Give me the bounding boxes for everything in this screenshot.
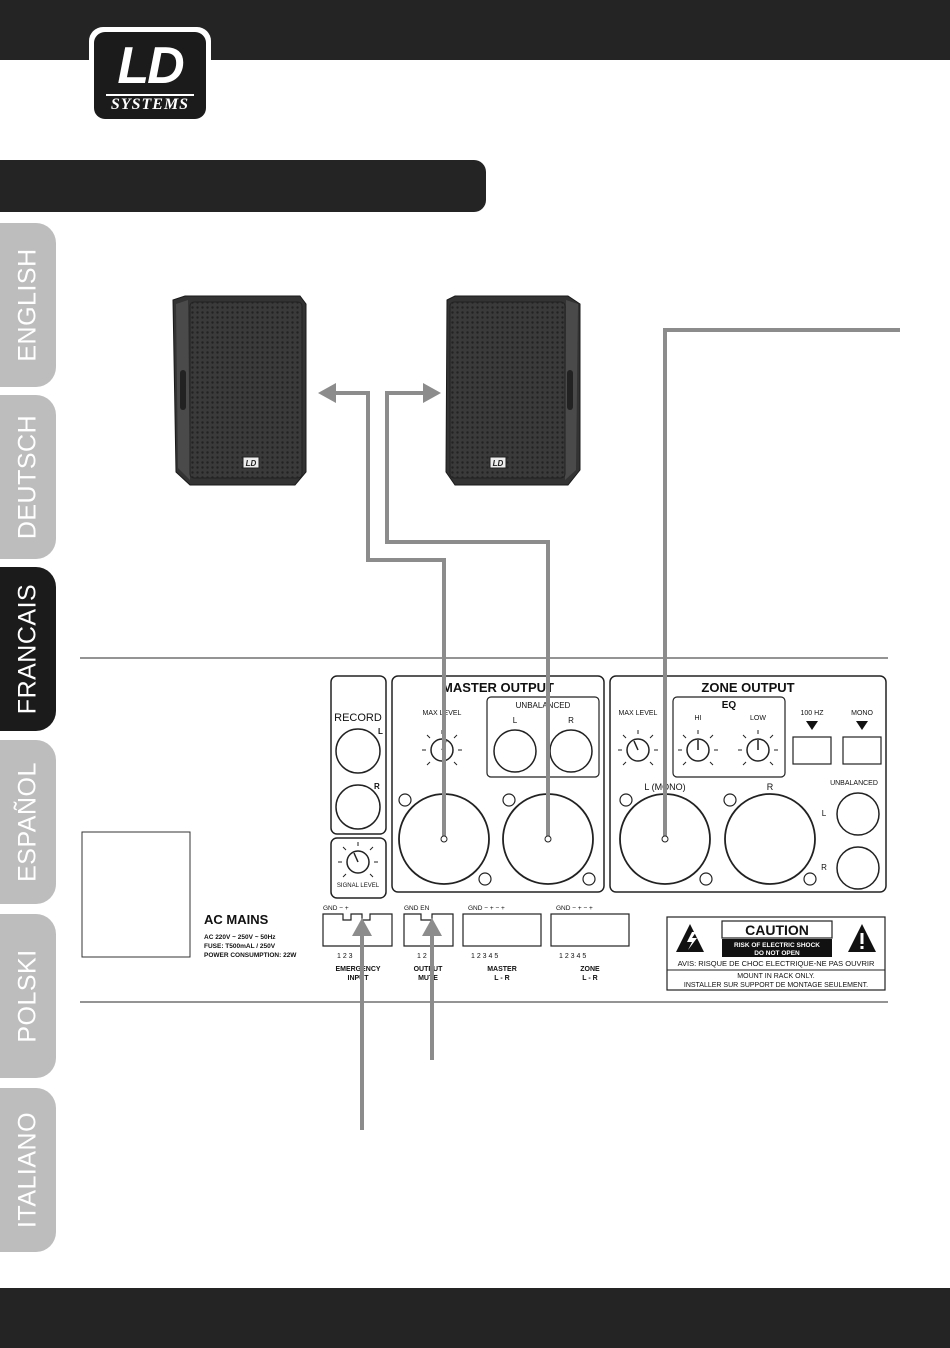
terminal-output-mute: GND EN 1 2 OUTPUT MUTE [403, 905, 454, 982]
zone-mono-label: MONO [851, 710, 873, 717]
logo-brand: LD [117, 37, 184, 95]
ac-mains-line1: AC 220V ~ 250V ~ 50Hz [204, 934, 276, 941]
master-unb-l: L [513, 716, 518, 725]
speaker-left: LD [172, 295, 307, 486]
rca-jack-zone-l[interactable] [836, 792, 880, 836]
terminal-label1: EMERGENCY [335, 966, 380, 973]
terminal-nums: 1 2 3 [337, 953, 353, 960]
zone-unb-l: L [822, 809, 827, 818]
cable-zone-out [663, 328, 900, 839]
rca-jack-record-l[interactable] [335, 728, 381, 774]
zone-max-level: MAX LEVEL [619, 710, 658, 717]
terminal-top: GND EN [404, 905, 430, 912]
record-title: RECORD [334, 712, 382, 724]
logo-subtitle: SYSTEMS [110, 96, 190, 113]
zone-unb-r: R [821, 863, 827, 872]
terminal-emergency-input: GND − + 1 2 3 EMERGENCY INPUT [322, 905, 393, 982]
caution-mount2: INSTALLER SUR SUPPORT DE MONTAGE SEULEME… [684, 982, 868, 989]
tab-deutsch[interactable]: DEUTSCH [0, 395, 56, 559]
caution-title: CAUTION [745, 922, 809, 938]
arrow-up-icon [422, 918, 442, 936]
master-terminal[interactable] [462, 913, 542, 947]
record-section: RECORD L R [330, 675, 387, 835]
terminal-nums: 1 2 [417, 953, 427, 960]
terminal-label2: L - R [494, 975, 509, 982]
ac-mains-title: AC MAINS [204, 912, 269, 927]
caution-avis: AVIS: RISQUE DE CHOC ELECTRIQUE-NE PAS O… [678, 959, 875, 968]
terminal-label2: INPUT [348, 975, 370, 982]
rca-jack-master-r[interactable] [549, 729, 593, 773]
terminal-label1: MASTER [487, 966, 517, 973]
tab-english[interactable]: ENGLISH [0, 223, 56, 387]
ld-systems-logo: LD SYSTEMS [89, 27, 211, 124]
master-unb-r: R [568, 716, 574, 725]
svg-text:LD: LD [246, 459, 257, 468]
zone-eq-low: LOW [750, 715, 766, 722]
ac-mains-info: AC MAINS AC 220V ~ 250V ~ 50Hz FUSE: T50… [204, 912, 297, 959]
record-r: R [374, 782, 380, 791]
caution-line2: DO NOT OPEN [754, 950, 800, 957]
terminal-label1: OUTPUT [414, 966, 444, 973]
rca-jack-zone-r[interactable] [836, 846, 880, 890]
xlr-zone-r[interactable] [724, 793, 816, 885]
terminal-master: GND − + − + 1 2 3 4 5 MASTER L - R [462, 905, 542, 982]
section-title-bar [0, 160, 486, 212]
zone-unbalanced: UNBALANCED [830, 780, 878, 787]
ac-mains-line2: FUSE: T500mAL / 250V [204, 943, 276, 950]
tab-espanol[interactable]: ESPAÑOL [0, 740, 56, 904]
cable-master-left [333, 391, 446, 839]
caution-label: CAUTION RISK OF ELECTRIC SHOCK DO NOT OP… [666, 916, 886, 991]
record-l: L [378, 727, 383, 736]
arrow-left-icon [318, 383, 336, 403]
speaker-right: LD [445, 295, 581, 486]
cable-master-right [385, 391, 550, 839]
logo-divider [106, 94, 194, 96]
tab-francais[interactable]: FRANCAIS [0, 567, 56, 731]
100hz-switch[interactable] [792, 736, 832, 765]
arrow-up-icon [352, 918, 372, 936]
terminal-top: GND − + − + [556, 905, 593, 912]
ac-mains-line3: POWER CONSUMPTION: 22W [204, 952, 297, 959]
zone-eq-hi: HI [695, 715, 702, 722]
cables [333, 328, 900, 1130]
terminal-nums: 1 2 3 4 5 [559, 953, 586, 960]
arrow-right-icon [423, 383, 441, 403]
zone-r: R [767, 782, 774, 792]
tab-polski[interactable]: POLSKI [0, 914, 56, 1078]
terminal-top: GND − + − + [468, 905, 505, 912]
zone-output-title: ZONE OUTPUT [701, 680, 794, 695]
master-unbalanced: UNBALANCED [516, 701, 571, 710]
rca-jack-record-r[interactable] [335, 784, 381, 830]
bottom-bar [0, 1288, 950, 1348]
caution-mount1: MOUNT IN RACK ONLY. [737, 973, 814, 980]
terminal-label2: L - R [582, 975, 597, 982]
tab-italiano[interactable]: ITALIANO [0, 1088, 56, 1252]
mono-switch[interactable] [842, 736, 882, 765]
rca-jack-master-l[interactable] [493, 729, 537, 773]
cable-arrows [318, 383, 442, 936]
master-output-title: MASTER OUTPUT [442, 680, 554, 695]
svg-text:LD: LD [493, 459, 504, 468]
master-output-section: MASTER OUTPUT MAX LEVEL UNBALANCED L R [391, 675, 605, 893]
signal-level-label: SIGNAL LEVEL [337, 883, 380, 889]
terminal-nums: 1 2 3 4 5 [471, 953, 498, 960]
zone-100hz-label: 100 HZ [801, 710, 825, 717]
caution-line1: RISK OF ELECTRIC SHOCK [734, 942, 820, 949]
terminal-zone: GND − + − + 1 2 3 4 5 ZONE L - R [550, 905, 630, 982]
terminal-top: GND − + [323, 905, 349, 912]
terminal-label1: ZONE [580, 966, 600, 973]
zone-eq-label: EQ [722, 700, 737, 711]
zone-output-section: ZONE OUTPUT MAX LEVEL EQ HI LOW 100 HZ [609, 675, 887, 893]
signal-level-section: SIGNAL LEVEL [330, 837, 387, 899]
zone-terminal[interactable] [550, 913, 630, 947]
terminal-label2: MUTE [418, 975, 438, 982]
